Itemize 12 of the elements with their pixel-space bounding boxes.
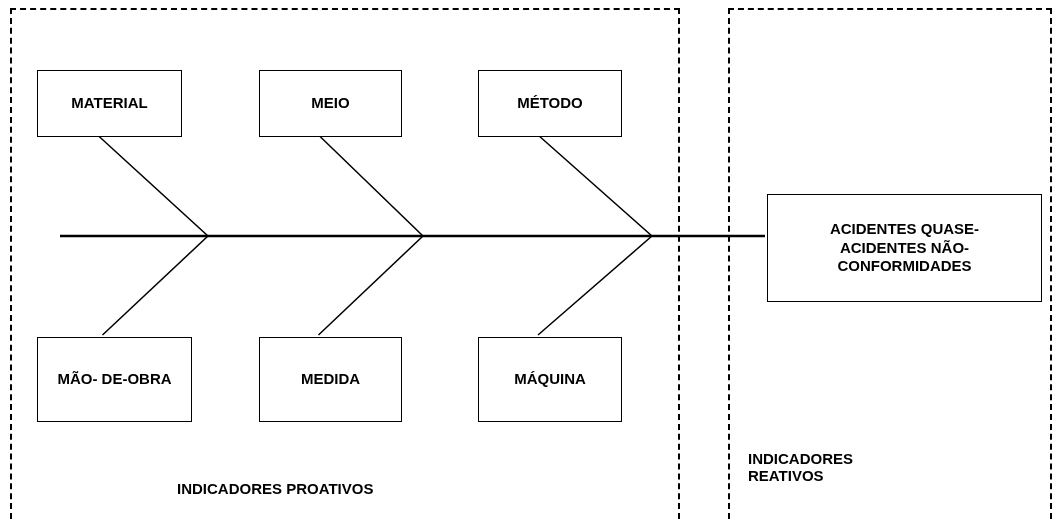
cause-box: MÉTODO	[478, 70, 622, 137]
bone-line	[537, 235, 766, 336]
region-heading: INDICADORES PROATIVOS	[177, 480, 375, 497]
region-heading: INDICADORES REATIVOS	[748, 450, 854, 484]
cause-box: MÁQUINA	[478, 337, 622, 422]
cause-box: MATERIAL	[37, 70, 182, 137]
cause-box: MEIO	[259, 70, 402, 137]
dashed-region	[10, 8, 680, 519]
dashed-region	[728, 8, 1052, 519]
effect-box: ACIDENTES QUASE-ACIDENTES NÃO-CONFORMIDADES	[767, 194, 1042, 302]
cause-box: MEDIDA	[259, 337, 402, 422]
cause-box: MÃO- DE-OBRA	[37, 337, 192, 422]
